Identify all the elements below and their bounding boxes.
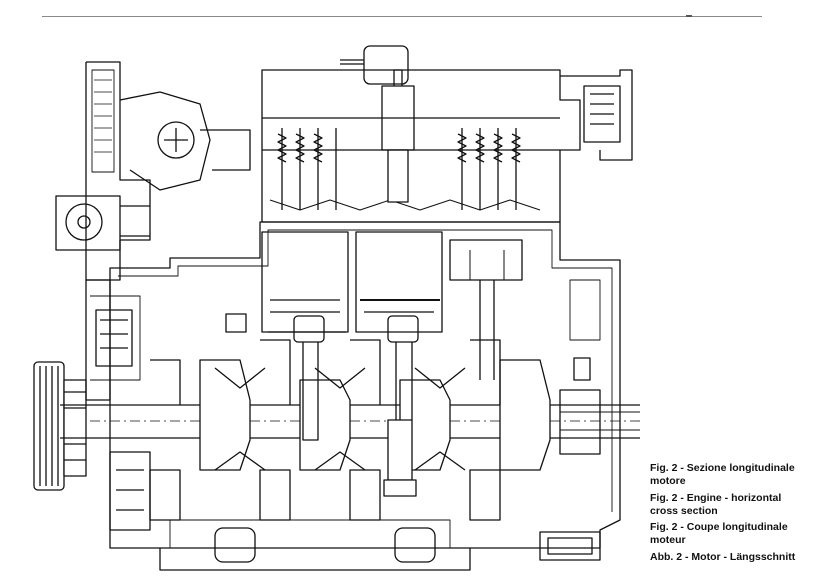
caption-french-line2: moteur xyxy=(650,533,686,546)
caption-english: Fig. 2 - Engine - horizontal cross secti… xyxy=(650,492,810,517)
caption-german: Abb. 2 - Motor - Längsschnitt xyxy=(650,551,810,564)
rear-flywheel xyxy=(559,279,601,455)
cylinder-head xyxy=(261,45,633,223)
caption-italian-line2: motore xyxy=(650,474,686,487)
caption-french-line1: Fig. 2 - Coupe longitudinale xyxy=(650,521,788,533)
print-speck xyxy=(686,15,692,17)
caption-italian: Fig. 2 - Sezione longitudinale motore xyxy=(650,462,810,487)
caption-english-line1: Fig. 2 - Engine - horizontal xyxy=(650,492,782,504)
crank-pulley xyxy=(33,361,87,491)
timing-housing xyxy=(55,61,251,531)
engine-block xyxy=(109,221,621,571)
caption-english-line2: cross section xyxy=(650,504,718,517)
pistons xyxy=(261,231,523,441)
crankshaft xyxy=(60,359,640,497)
caption-italian-line1: Fig. 2 - Sezione longitudinale xyxy=(650,462,795,474)
caption-german-line1: Abb. 2 - Motor - Längsschnitt xyxy=(650,551,796,563)
page-top-rule xyxy=(42,16,762,17)
caption-french: Fig. 2 - Coupe longitudinale moteur xyxy=(650,521,810,546)
